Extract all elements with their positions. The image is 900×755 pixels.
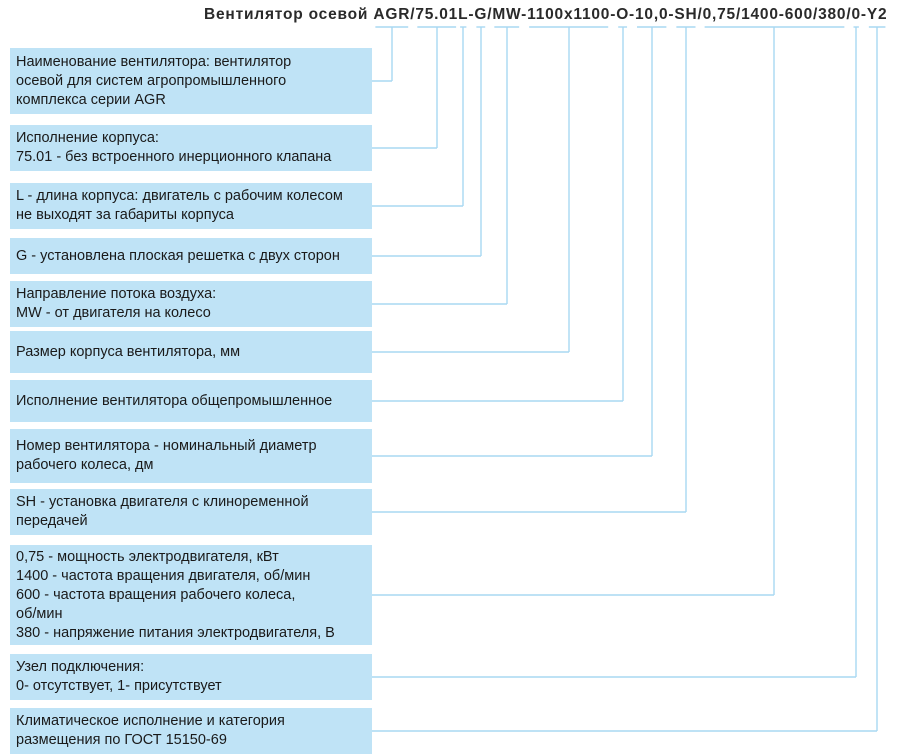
description-box: L - длина корпуса: двигатель с рабочим к… bbox=[10, 183, 372, 229]
code-segment: 10,0 bbox=[635, 6, 669, 23]
code-segment: - bbox=[629, 6, 636, 23]
description-text: Климатическое исполнение и категория раз… bbox=[16, 713, 285, 748]
code-segment: AGR bbox=[373, 6, 411, 23]
code-segment: / bbox=[697, 6, 703, 23]
description-text: Узел подключения: 0- отсутствует, 1- при… bbox=[16, 659, 222, 694]
description-box: Узел подключения: 0- отсутствует, 1- при… bbox=[10, 654, 372, 700]
description-box: Номер вентилятора - номинальный диаметр … bbox=[10, 429, 372, 483]
description-text: SH - установка двигателя с клиноременной… bbox=[16, 494, 309, 529]
code-segment: MW bbox=[492, 6, 522, 23]
description-text: 0,75 - мощность электродвигателя, кВт 14… bbox=[16, 548, 335, 641]
code-segment: - bbox=[521, 6, 528, 23]
code-segment: SH bbox=[674, 6, 698, 23]
code-segment: L bbox=[458, 6, 469, 23]
code-segment: - bbox=[668, 6, 675, 23]
description-text: Наименование вентилятора: вентилятор осе… bbox=[16, 53, 292, 108]
code-segment: 0,75/1400-600/380 bbox=[702, 6, 847, 23]
description-box: Исполнение корпуса: 75.01 - без встроенн… bbox=[10, 125, 372, 171]
description-box: Наименование вентилятора: вентилятор осе… bbox=[10, 48, 372, 114]
description-box: Климатическое исполнение и категория раз… bbox=[10, 708, 372, 754]
code-prefix: Вентилятор осевой bbox=[204, 6, 374, 23]
description-text: Исполнение вентилятора общепромышленное bbox=[16, 392, 333, 409]
model-code-heading: Вентилятор осевой AGR/75.01L-G/MW-1100x1… bbox=[204, 6, 887, 24]
description-text: Направление потока воздуха: MW - от двиг… bbox=[16, 286, 217, 321]
description-box: Направление потока воздуха: MW - от двиг… bbox=[10, 281, 372, 327]
code-segment: - bbox=[610, 6, 617, 23]
code-segment: / bbox=[487, 6, 493, 23]
description-text: L - длина корпуса: двигатель с рабочим к… bbox=[16, 188, 343, 223]
code-segment: - bbox=[860, 6, 867, 23]
code-segment: 75.01 bbox=[415, 6, 459, 23]
description-text: Номер вентилятора - номинальный диаметр … bbox=[16, 438, 317, 473]
code-segment: - bbox=[468, 6, 475, 23]
description-text: Исполнение корпуса: 75.01 - без встроенн… bbox=[16, 130, 332, 165]
description-text: G - установлена плоская решетка с двух с… bbox=[16, 247, 340, 264]
description-box: 0,75 - мощность электродвигателя, кВт 14… bbox=[10, 545, 372, 645]
code-segment: Y2 bbox=[866, 6, 888, 23]
code-segment: / bbox=[410, 6, 416, 23]
code-segment: O bbox=[616, 6, 630, 23]
description-box: SH - установка двигателя с клиноременной… bbox=[10, 489, 372, 535]
description-box: Размер корпуса вентилятора, мм bbox=[10, 331, 372, 373]
description-box: Исполнение вентилятора общепромышленное bbox=[10, 380, 372, 422]
code-segment: / bbox=[846, 6, 852, 23]
code-segment: 0 bbox=[851, 6, 861, 23]
code-segment: G bbox=[474, 6, 488, 23]
code-segment: 1100x1100 bbox=[527, 6, 611, 23]
description-box: G - установлена плоская решетка с двух с… bbox=[10, 238, 372, 274]
description-text: Размер корпуса вентилятора, мм bbox=[16, 343, 241, 360]
